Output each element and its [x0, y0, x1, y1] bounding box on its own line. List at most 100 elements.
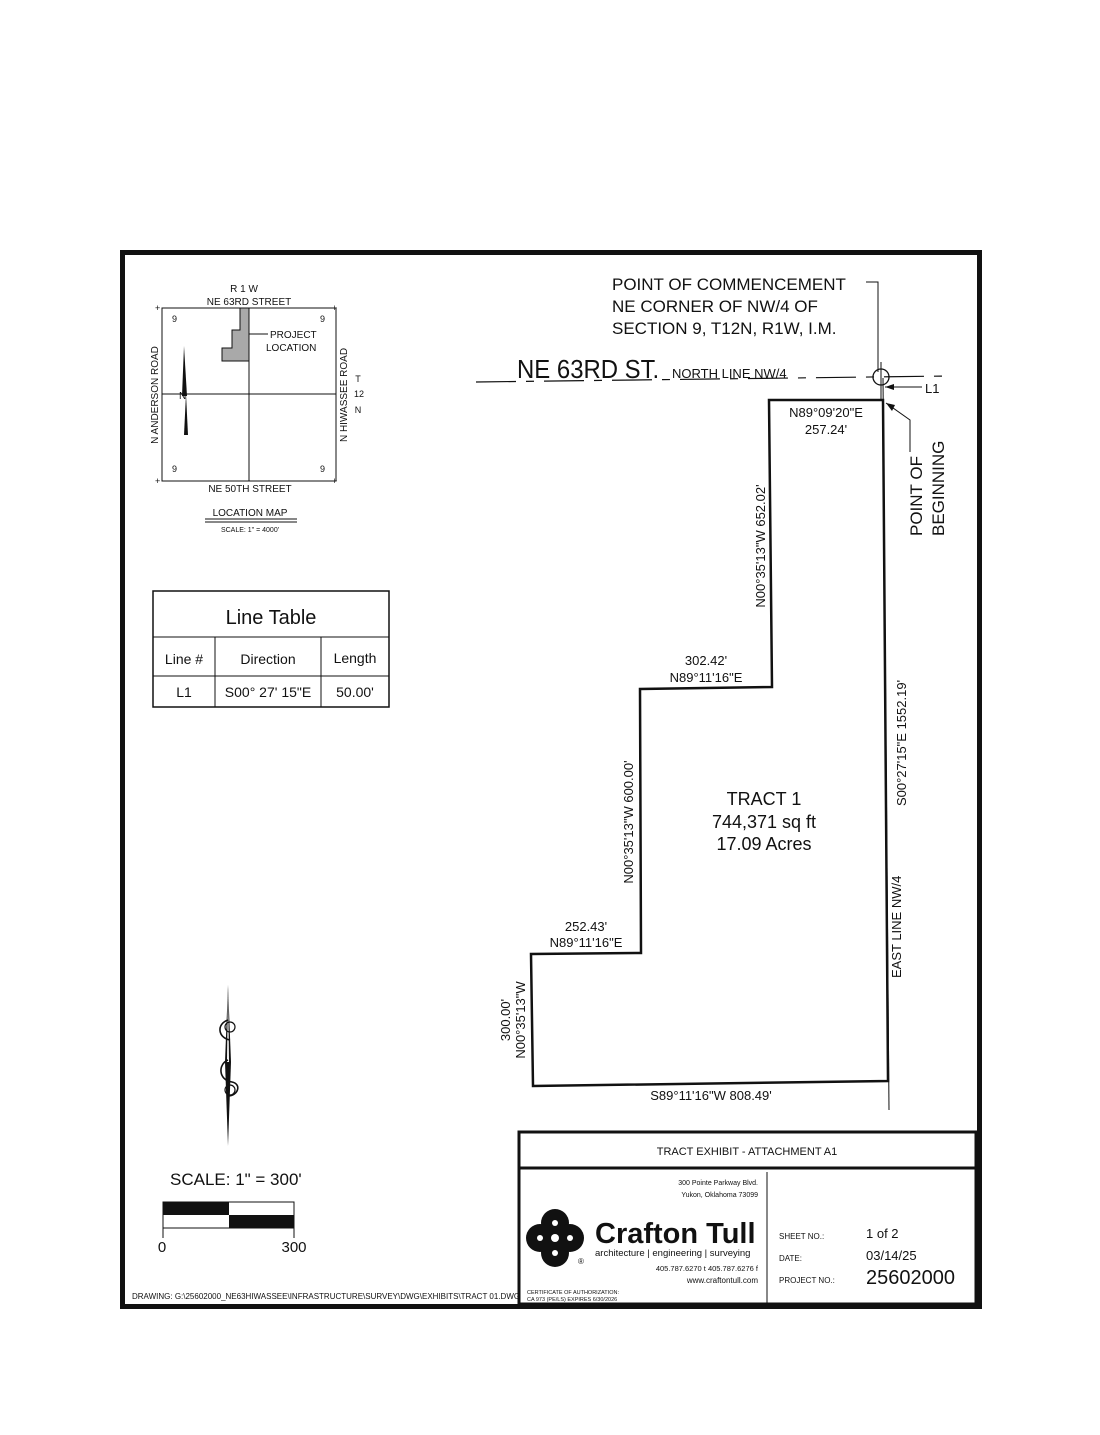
township-12: 12 — [354, 389, 364, 399]
street-label: NE 63RD ST. — [517, 355, 659, 384]
scale-bar-segment-2 — [229, 1215, 294, 1228]
north-bearing: N89°09'20"E — [789, 405, 863, 420]
east-road-label: N HIWASSEE ROAD — [339, 348, 350, 442]
project-location-shape — [221, 307, 250, 362]
east-line-label: EAST LINE NW/4 — [889, 876, 904, 978]
line-table-border — [152, 590, 390, 708]
corner-plus-sw: + — [155, 476, 160, 486]
beginning-callout: POINT OF BEGINNING — [885, 402, 948, 536]
certificate-line-2: CA 973 (PE/LS) EXPIRES 6/30/2026 — [527, 1297, 617, 1303]
title-block: TRACT EXHIBIT - ATTACHMENT A1 300 Pointe… — [517, 1130, 978, 1306]
boundary-calls: N89°09'20"E 257.24' S00°27'15"E 1552.19'… — [498, 405, 909, 1103]
small-north-arrow-top — [182, 346, 187, 396]
scale-bar-end: 300 — [281, 1239, 306, 1256]
north-arrow-ornament-ring-1 — [224, 1021, 236, 1033]
scale-bar-label: SCALE: 1" = 300' — [170, 1170, 302, 1189]
north-line-nw4: NE 63RD ST. NORTH LINE NW/4 — [475, 355, 951, 384]
date-label: DATE: — [779, 1254, 802, 1263]
line-table: Line Table Line # Direction Length L1 S0… — [152, 590, 390, 708]
corner-plus-nw: + — [155, 303, 160, 313]
south-call: S89°11'16"W 808.49' — [650, 1088, 772, 1103]
sheet-no-value: 1 of 2 — [866, 1226, 899, 1241]
scale-bar-start: 0 — [158, 1239, 166, 1256]
range-label: R 1 W — [230, 284, 258, 295]
crafton-tull-logo-icon — [526, 1209, 584, 1267]
line-table-header-length: Length — [334, 650, 377, 666]
commencement-line-1: POINT OF COMMENCEMENT — [612, 275, 846, 294]
commencement-line-3: SECTION 9, T12N, R1W, I.M. — [612, 319, 837, 338]
corner-plus-ne: + — [332, 303, 337, 313]
jog2-bearing: N89°11'16"E — [670, 670, 743, 685]
township-n: N — [355, 405, 362, 415]
north-arrow-top-highlight — [227, 985, 229, 1062]
north-arrow-ornament-ring-2 — [224, 1084, 236, 1096]
mid-west-call: N00°35'13"W 600.00' — [621, 760, 636, 883]
commencement-leader — [866, 281, 879, 372]
sheet-no-label: SHEET NO.: — [779, 1232, 824, 1241]
north-street-label: NE 63RD STREET — [207, 297, 291, 308]
address-line-1: 300 Pointe Parkway Blvd. — [678, 1180, 758, 1187]
corner-plus-se: + — [332, 476, 337, 486]
jog2-distance: 302.42' — [685, 653, 727, 668]
small-north-letter: N — [179, 391, 186, 402]
commencement-callout: POINT OF COMMENCEMENT NE CORNER OF NW/4 … — [612, 275, 890, 400]
section-number-ne: 9 — [320, 314, 325, 324]
scale-bar: SCALE: 1" = 300' 0 300 — [158, 1170, 307, 1256]
north-arrow-ornament — [219, 1019, 239, 1097]
commencement-line-2: NE CORNER OF NW/4 OF — [612, 297, 818, 316]
north-line-label: NORTH LINE NW/4 — [672, 366, 787, 381]
west-bearing: N00°35'13"W — [513, 981, 528, 1059]
line-table-header-line: Line # — [165, 651, 203, 667]
company-website: www.craftontull.com — [686, 1276, 758, 1285]
upper-west-call: N00°35'13"W 652.02' — [753, 484, 768, 607]
date-value: 03/14/25 — [866, 1248, 917, 1263]
north-line-dashed — [475, 375, 951, 383]
l1-arrowhead — [885, 384, 894, 390]
small-north-arrow-bottom — [184, 394, 188, 435]
company-phone: 405.787.6270 t 405.787.6276 f — [656, 1264, 759, 1273]
line-table-cell-length: 50.00' — [336, 684, 374, 700]
location-map-title: LOCATION MAP — [213, 508, 288, 519]
line-table-header-direction: Direction — [240, 651, 295, 667]
company-name: Crafton Tull — [595, 1218, 756, 1250]
line-table-title: Line Table — [226, 607, 317, 629]
title-block-border — [517, 1130, 978, 1306]
l1-label: L1 — [925, 381, 939, 396]
beginning-leader — [885, 402, 911, 452]
north-arrow-bottom-half — [225, 1062, 231, 1146]
east-call: S00°27'15"E 1552.19' — [894, 680, 909, 806]
company-tagline: architecture | engineering | surveying — [595, 1248, 750, 1259]
line-table-cell-direction: S00° 27' 15"E — [225, 684, 311, 700]
township-t: T — [355, 374, 361, 384]
project-no-value: 25602000 — [866, 1267, 955, 1289]
project-label-2: LOCATION — [266, 343, 316, 354]
project-no-label: PROJECT NO.: — [779, 1276, 835, 1285]
jog1-bearing: N89°11'16"E — [550, 935, 623, 950]
south-street-label: NE 50TH STREET — [208, 484, 291, 495]
west-distance: 300.00' — [498, 999, 513, 1041]
tract-label: TRACT 1 744,371 sq ft 17.09 Acres — [712, 789, 816, 854]
title-block-header: TRACT EXHIBIT - ATTACHMENT A1 — [657, 1146, 838, 1158]
tract-acres: 17.09 Acres — [716, 834, 811, 854]
line-table-cell-line: L1 — [176, 684, 192, 700]
north-arrow — [219, 985, 239, 1146]
certificate-line-1: CERTIFICATE OF AUTHORIZATION: — [527, 1290, 619, 1296]
drawing-path: DRAWING: G:\25602000_NE63HIWASSEE\INFRAS… — [132, 1292, 520, 1301]
sheet-border — [120, 250, 982, 1309]
beginning-arrowhead — [886, 403, 895, 411]
project-label-1: PROJECT — [270, 330, 317, 341]
west-road-label: N ANDERSON ROAD — [150, 346, 161, 444]
location-map: R 1 W NE 63RD STREET + + + + 9 9 9 9 PRO… — [150, 284, 364, 534]
tract-boundary — [529, 398, 890, 1088]
scale-bar-segment-1 — [163, 1202, 229, 1215]
registered-mark: ® — [578, 1257, 584, 1266]
l1-callout: L1 — [885, 381, 939, 396]
section-number-se: 9 — [320, 464, 325, 474]
north-distance: 257.24' — [805, 422, 847, 437]
tract-name: TRACT 1 — [727, 789, 802, 809]
tract-area-sqft: 744,371 sq ft — [712, 812, 816, 832]
jog1-distance: 252.43' — [565, 919, 607, 934]
location-map-scale: SCALE: 1" = 4000' — [221, 527, 279, 534]
section-number-sw: 9 — [172, 464, 177, 474]
